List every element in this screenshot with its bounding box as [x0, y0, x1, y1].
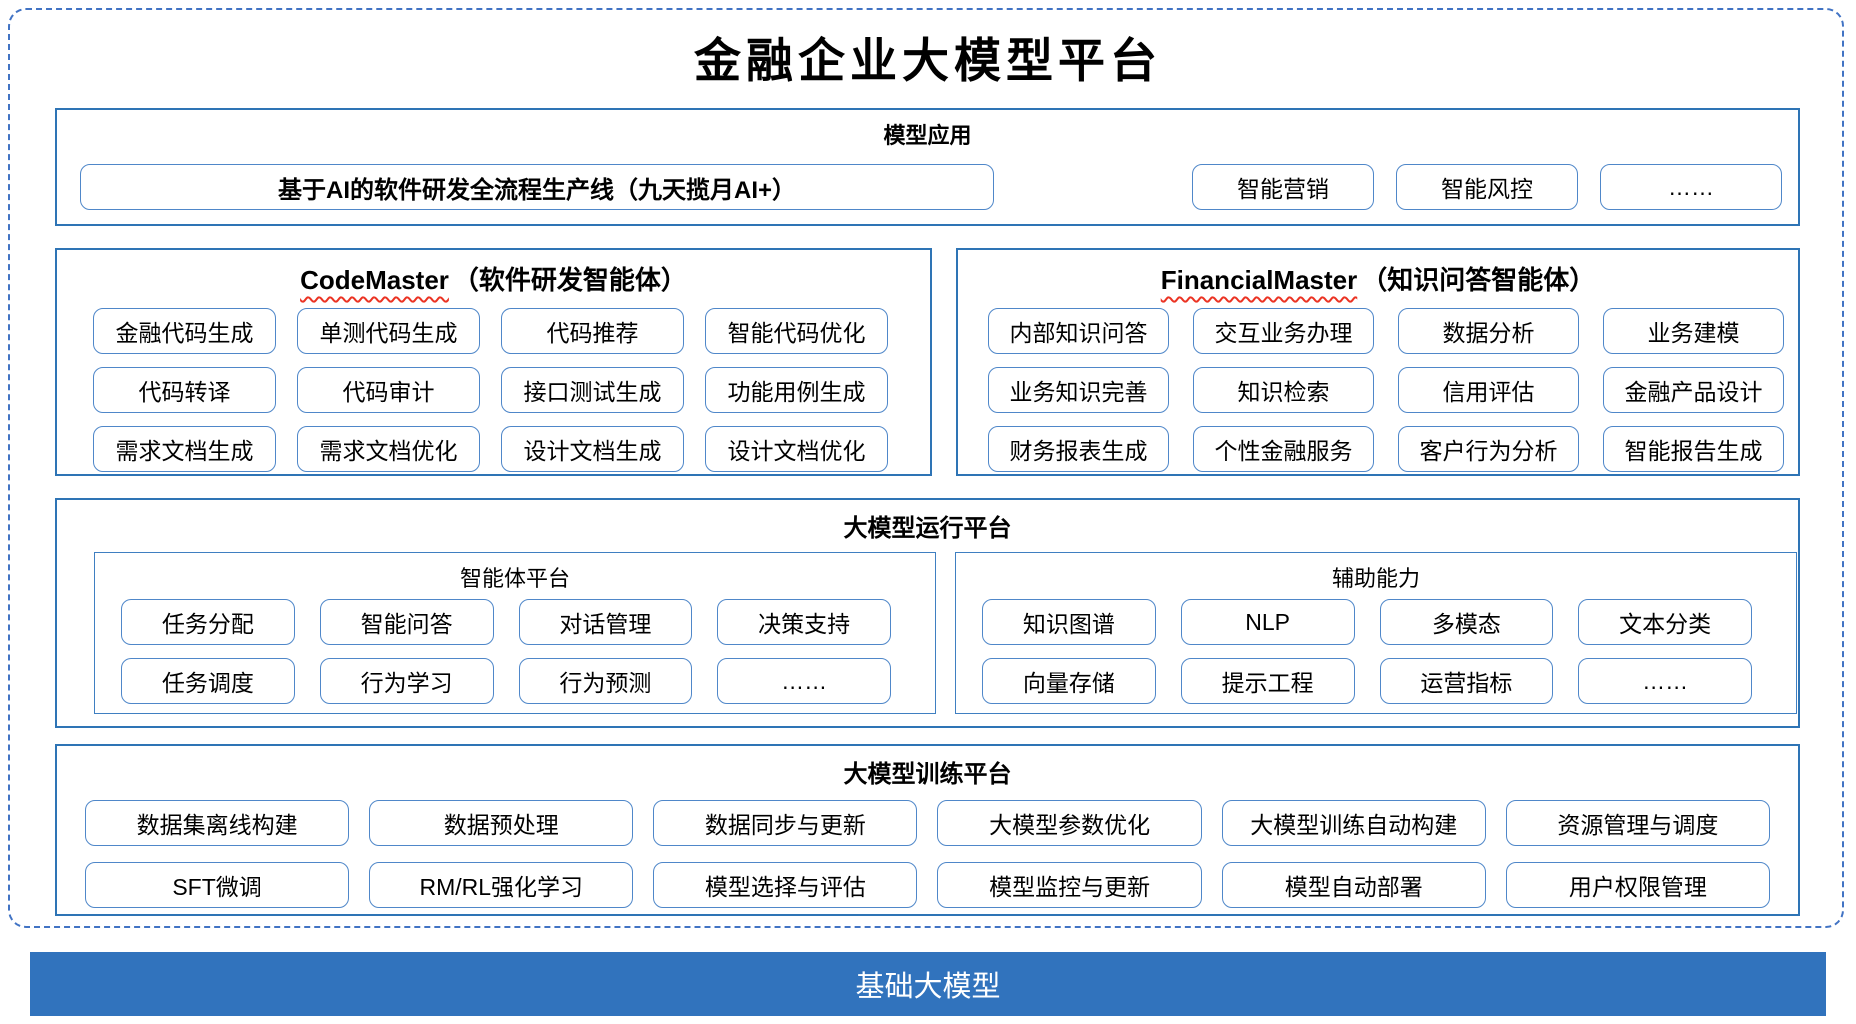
- auxiliary-capability-chip: 运营指标: [1379, 658, 1554, 704]
- page-title: 金融企业大模型平台: [694, 34, 1162, 89]
- codemaster-title-en: CodeMaster: [300, 265, 449, 295]
- financialmaster-capability-chip: 财务报表生成: [988, 426, 1169, 472]
- training-capability-chip: 资源管理与调度: [1505, 800, 1770, 846]
- financialmaster-title-en: FinancialMaster: [1160, 265, 1358, 295]
- financialmaster-capability-chip: 业务建模: [1603, 308, 1784, 354]
- model-app-items: 智能营销智能风控 ……: [1192, 164, 1782, 210]
- financialmaster-capability-chip: 内部知识问答: [988, 308, 1169, 354]
- auxiliary-capability-chip: 向量存储: [982, 658, 1156, 704]
- training-capability-chip: 大模型训练自动构建: [1221, 800, 1486, 846]
- training-capability-chip: SFT微调: [85, 862, 350, 908]
- codemaster-capability-chip: 单测代码生成: [297, 308, 480, 354]
- model-app-row: 基于AI的软件研发全流程生产线（九天揽月AI+） 智能营销智能风控 ……: [80, 164, 1782, 210]
- auxiliary-capability-chip: ……: [1578, 658, 1752, 704]
- model-app-chip: ……: [1600, 164, 1782, 210]
- section-training-platform: 大模型训练平台 数据集离线构建数据预处理数据同步与更新大模型参数优化大模型训练自…: [55, 744, 1800, 916]
- codemaster-capability-chip: 设计文档优化: [705, 426, 888, 472]
- training-capability-grid: 数据集离线构建数据预处理数据同步与更新大模型参数优化大模型训练自动构建资源管理与…: [85, 800, 1770, 908]
- training-capability-chip: 模型自动部署: [1221, 862, 1486, 908]
- codemaster-title-zh: （软件研发智能体）: [452, 265, 687, 295]
- agent-platform-chip: ……: [717, 658, 891, 704]
- codemaster-capability-grid: 金融代码生成单测代码生成代码推荐智能代码优化代码转译代码审计接口测试生成功能用例…: [93, 308, 888, 472]
- training-capability-chip: 数据预处理: [369, 800, 634, 846]
- financialmaster-capability-chip: 个性金融服务: [1193, 426, 1374, 472]
- section-financialmaster: FinancialMaster（知识问答智能体） 内部知识问答交互业务办理数据分…: [956, 248, 1800, 476]
- financialmaster-capability-grid: 内部知识问答交互业务办理数据分析业务建模业务知识完善知识检索信用评估金融产品设计…: [988, 308, 1784, 472]
- auxiliary-capability-chip: 多模态: [1379, 599, 1554, 645]
- auxiliary-capabilities-grid: 知识图谱 NLP 多模态文本分类向量存储提示工程运营指标 ……: [982, 599, 1752, 704]
- codemaster-capability-chip: 代码审计: [297, 367, 480, 413]
- training-capability-chip: 数据同步与更新: [653, 800, 918, 846]
- financialmaster-title-zh: （知识问答智能体）: [1361, 265, 1596, 295]
- codemaster-capability-chip: 智能代码优化: [705, 308, 888, 354]
- foundation-model-label: 基础大模型: [855, 971, 1001, 1003]
- auxiliary-capability-chip: 提示工程: [1180, 658, 1355, 704]
- ai-pipeline-box: 基于AI的软件研发全流程生产线（九天揽月AI+）: [80, 164, 994, 210]
- training-capability-chip: 大模型参数优化: [937, 800, 1202, 846]
- auxiliary-capability-chip: 文本分类: [1578, 599, 1752, 645]
- training-capability-chip: 模型监控与更新: [937, 862, 1202, 908]
- codemaster-capability-chip: 代码推荐: [501, 308, 684, 354]
- agent-platform-chip: 任务分配: [121, 599, 295, 645]
- financialmaster-capability-chip: 知识检索: [1193, 367, 1374, 413]
- codemaster-capability-chip: 接口测试生成: [501, 367, 684, 413]
- codemaster-capability-chip: 需求文档优化: [297, 426, 480, 472]
- auxiliary-capability-chip: NLP: [1180, 599, 1355, 645]
- financialmaster-capability-chip: 智能报告生成: [1603, 426, 1784, 472]
- financialmaster-capability-chip: 数据分析: [1398, 308, 1579, 354]
- agent-platform-chip: 行为预测: [518, 658, 693, 704]
- auxiliary-capability-chip: 知识图谱: [982, 599, 1156, 645]
- codemaster-capability-chip: 代码转译: [93, 367, 276, 413]
- agent-platform-chip: 智能问答: [319, 599, 494, 645]
- group-title-agent-platform: 智能体平台: [459, 566, 570, 591]
- section-title-runtime-platform: 大模型运行平台: [843, 515, 1012, 542]
- codemaster-capability-chip: 设计文档生成: [501, 426, 684, 472]
- section-runtime-platform: 大模型运行平台 智能体平台 任务分配智能问答对话管理决策支持任务调度行为学习行为…: [55, 498, 1800, 728]
- financialmaster-title: FinancialMaster（知识问答智能体）: [958, 250, 1798, 297]
- agent-platform-chip: 行为学习: [319, 658, 494, 704]
- codemaster-capability-chip: 需求文档生成: [93, 426, 276, 472]
- group-agent-platform: 智能体平台 任务分配智能问答对话管理决策支持任务调度行为学习行为预测 ……: [94, 552, 936, 714]
- training-capability-chip: 用户权限管理: [1505, 862, 1770, 908]
- financialmaster-capability-chip: 客户行为分析: [1398, 426, 1579, 472]
- group-title-auxiliary-capabilities: 辅助能力: [1331, 566, 1420, 591]
- agent-platform-chip: 决策支持: [717, 599, 891, 645]
- foundation-model-bar: 基础大模型: [30, 952, 1826, 1016]
- model-app-chip: 智能营销: [1192, 164, 1374, 210]
- financialmaster-capability-chip: 交互业务办理: [1193, 308, 1374, 354]
- financialmaster-capability-chip: 业务知识完善: [988, 367, 1169, 413]
- group-auxiliary-capabilities: 辅助能力 知识图谱 NLP 多模态文本分类向量存储提示工程运营指标 ……: [955, 552, 1797, 714]
- codemaster-title: CodeMaster（软件研发智能体）: [57, 250, 930, 297]
- model-app-chip: 智能风控: [1396, 164, 1578, 210]
- training-capability-chip: 模型选择与评估: [653, 862, 918, 908]
- training-capability-chip: 数据集离线构建: [85, 800, 350, 846]
- financialmaster-capability-chip: 信用评估: [1398, 367, 1579, 413]
- training-capability-chip: RM/RL强化学习: [369, 862, 634, 908]
- codemaster-capability-chip: 金融代码生成: [93, 308, 276, 354]
- section-title-training-platform: 大模型训练平台: [843, 761, 1012, 788]
- agent-platform-grid: 任务分配智能问答对话管理决策支持任务调度行为学习行为预测 ……: [121, 599, 891, 704]
- financialmaster-capability-chip: 金融产品设计: [1603, 367, 1784, 413]
- section-title-model-applications: 模型应用: [883, 123, 972, 148]
- section-model-applications: 模型应用 基于AI的软件研发全流程生产线（九天揽月AI+） 智能营销智能风控 ……: [55, 108, 1800, 226]
- agent-platform-chip: 任务调度: [121, 658, 295, 704]
- agent-platform-chip: 对话管理: [518, 599, 693, 645]
- section-codemaster: CodeMaster（软件研发智能体） 金融代码生成单测代码生成代码推荐智能代码…: [55, 248, 932, 476]
- codemaster-capability-chip: 功能用例生成: [705, 367, 888, 413]
